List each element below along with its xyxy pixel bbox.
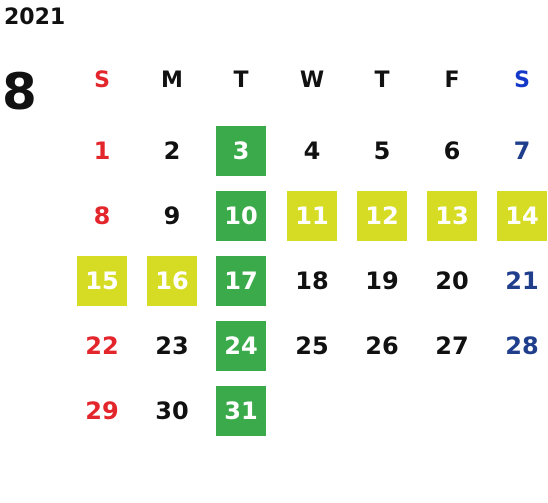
day-cell-17[interactable]: 17 — [216, 256, 266, 306]
weekday-header-wed: W — [299, 68, 325, 93]
day-cell-30[interactable]: 30 — [155, 397, 189, 425]
day-cell-24[interactable]: 24 — [216, 321, 266, 371]
day-cell-2[interactable]: 2 — [163, 137, 181, 165]
day-cell-14[interactable]: 14 — [497, 191, 547, 241]
day-cell-7[interactable]: 7 — [513, 137, 531, 165]
day-cell-5[interactable]: 5 — [373, 137, 391, 165]
weekday-header-fri: F — [444, 68, 460, 93]
day-cell-27[interactable]: 27 — [435, 332, 469, 360]
day-cell-15[interactable]: 15 — [77, 256, 127, 306]
day-cell-10[interactable]: 10 — [216, 191, 266, 241]
day-cell-22[interactable]: 22 — [85, 332, 119, 360]
day-cell-21[interactable]: 21 — [505, 267, 539, 295]
day-cell-1[interactable]: 1 — [93, 137, 111, 165]
weekday-header-thu: T — [374, 68, 390, 93]
day-cell-3[interactable]: 3 — [216, 126, 266, 176]
year-label: 2021 — [4, 5, 66, 30]
month-number: 8 — [2, 63, 37, 121]
day-cell-9[interactable]: 9 — [163, 202, 181, 230]
day-cell-26[interactable]: 26 — [365, 332, 399, 360]
day-cell-16[interactable]: 16 — [147, 256, 197, 306]
day-cell-12[interactable]: 12 — [357, 191, 407, 241]
weekday-header-sat: S — [514, 68, 530, 93]
day-cell-8[interactable]: 8 — [93, 202, 111, 230]
day-cell-23[interactable]: 23 — [155, 332, 189, 360]
day-cell-19[interactable]: 19 — [365, 267, 399, 295]
day-cell-18[interactable]: 18 — [295, 267, 329, 295]
weekday-header-tue: T — [233, 68, 249, 93]
day-cell-29[interactable]: 29 — [85, 397, 119, 425]
weekday-header-sun: S — [94, 68, 110, 93]
day-cell-28[interactable]: 28 — [505, 332, 539, 360]
day-cell-31[interactable]: 31 — [216, 386, 266, 436]
day-cell-11[interactable]: 11 — [287, 191, 337, 241]
weekday-header-mon: M — [161, 68, 183, 93]
day-cell-4[interactable]: 4 — [303, 137, 321, 165]
day-cell-25[interactable]: 25 — [295, 332, 329, 360]
day-cell-20[interactable]: 20 — [435, 267, 469, 295]
day-cell-6[interactable]: 6 — [443, 137, 461, 165]
day-cell-13[interactable]: 13 — [427, 191, 477, 241]
